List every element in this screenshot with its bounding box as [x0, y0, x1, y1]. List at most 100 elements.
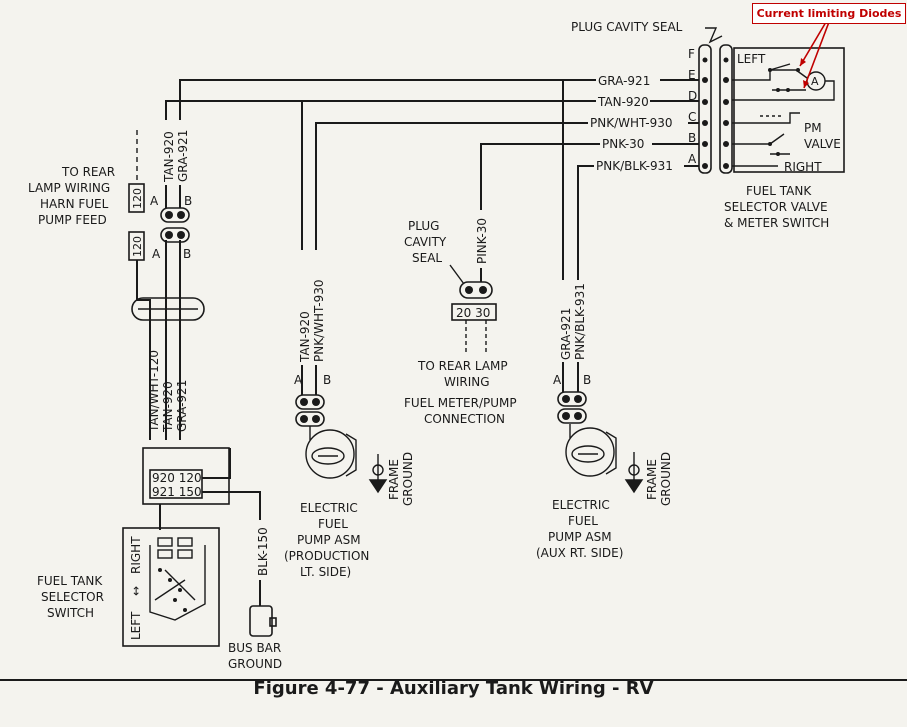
meter-pump-label-2: CONNECTION: [424, 412, 505, 426]
to-rear-lamp-1: TO REAR LAMP: [417, 359, 508, 373]
wire-label-tan-920-harness: TAN-920: [161, 381, 175, 433]
splice-wires: [159, 448, 261, 530]
valve-title-2: SELECTOR VALVE: [724, 200, 828, 214]
valve-connector-right: [719, 44, 733, 174]
bus-bar-label-1: BUS BAR: [228, 641, 281, 655]
valve-title-1: FUEL TANK: [746, 184, 812, 198]
wire-label-tan-920-left: TAN-920: [162, 131, 176, 183]
selector-valve-box: [733, 47, 845, 173]
rear-lamp-label-2: LAMP WIRING: [28, 181, 110, 195]
to-rear-lamp-2: WIRING: [444, 375, 490, 389]
switch-contacts: [158, 568, 187, 612]
pump-right-label-2: FUEL: [568, 514, 598, 528]
diode-arrowhead-2: [803, 80, 809, 88]
pin-f: F: [688, 47, 695, 61]
connector-120-top: [128, 183, 145, 213]
pump-left-label-5: LT. SIDE): [300, 565, 351, 579]
selector-switch-label-3: SWITCH: [47, 606, 94, 620]
wire-label-pink-30: PINK-30: [475, 218, 489, 264]
pin-a-bottom: A: [152, 247, 161, 261]
selector-switch-box: [122, 527, 220, 647]
wire-label-gra-921-valve: GRA-921: [598, 74, 650, 88]
switch-arrow-icon: ↔: [129, 586, 143, 596]
pin-a: A: [688, 152, 697, 166]
grommet: [131, 297, 205, 321]
valve-right-label: RIGHT: [784, 160, 822, 174]
meter-pump-pin-box: [451, 303, 497, 321]
main-wires: [165, 79, 699, 280]
wire-label-gra-921-harness: GRA-921: [175, 380, 189, 432]
wire-label-pnk-blk-931-pump-right: PNK/BLK-931: [573, 283, 587, 360]
pump-right-label-4: (AUX RT. SIDE): [536, 546, 623, 560]
pump-right-connector: [557, 391, 587, 424]
harness-vertical-wires: [136, 185, 181, 440]
bus-bar-terminal: [249, 605, 273, 637]
wire-label-pnk-wht-930-pump-left: PNK/WHT-930: [312, 280, 326, 362]
bus-bar-tab: [269, 617, 277, 627]
valve-label: VALVE: [804, 137, 841, 151]
meter-pump-plug: [459, 281, 493, 299]
wire-label-gra-921-left: GRA-921: [176, 130, 190, 182]
connector-ab-left: [160, 207, 190, 243]
pump-right-icon: [565, 424, 617, 477]
wire-label-pnk-30-valve: PNK-30: [602, 137, 644, 151]
plug-seal-leader: [449, 264, 465, 285]
meter-pump-pins: 20 30: [456, 306, 490, 320]
frame-ground-left-2: GROUND: [401, 452, 415, 506]
pump-left-connector: [295, 394, 325, 427]
valve-title-3: & METER SWITCH: [724, 216, 829, 230]
pump-left-icon: [305, 426, 357, 479]
valve-contact-dots: [768, 68, 800, 156]
selector-switch-label-2: SELECTOR: [41, 590, 104, 604]
rear-lamp-label-1: TO REAR: [61, 165, 115, 179]
pump-left-pin-b: B: [323, 373, 331, 387]
frame-ground-left-icon: [368, 454, 388, 494]
plug-seal-label-1: PLUG: [408, 219, 439, 233]
diode-arrow-1: [799, 21, 827, 67]
connector-120-bottom-label: 120: [131, 236, 144, 257]
switch-left-label: LEFT: [129, 611, 143, 640]
meter-pump-dashed: [465, 320, 487, 354]
wire-label-tan-wht-120: TAN/WHT-120: [147, 350, 161, 433]
wire-label-pnk-wht-930-valve: PNK/WHT-930: [590, 116, 672, 130]
selector-switch-label-1: FUEL TANK: [37, 574, 103, 588]
pump-left-label-3: PUMP ASM: [297, 533, 361, 547]
pump-right-pin-b: B: [583, 373, 591, 387]
pump-left-label-2: FUEL: [318, 517, 348, 531]
pin-d: D: [688, 89, 697, 103]
valve-pin-dots: [702, 57, 729, 169]
wire-label-blk-150: BLK-150: [256, 527, 270, 576]
pump-left-label-4: (PRODUCTION: [284, 549, 369, 563]
current-limiting-diodes-annotation: Current limiting Diodes: [752, 3, 906, 24]
pin-b-bottom: B: [183, 247, 191, 261]
splice-row-1: 920 120: [152, 471, 202, 485]
valve-left-label: LEFT: [737, 52, 766, 66]
switch-right-label: RIGHT: [129, 536, 143, 574]
wire-label-tan-920-valve: TAN-920: [597, 95, 649, 109]
meter-letter: A: [811, 75, 819, 88]
pin-b: B: [688, 131, 696, 145]
pin-c: C: [688, 110, 696, 124]
rear-lamp-label-4: PUMP FEED: [38, 213, 107, 227]
diode-arrow-2: [803, 21, 830, 89]
figure-caption: Figure 4-77 - Auxiliary Tank Wiring - RV: [253, 678, 654, 699]
connector-120-top-label: 120: [131, 188, 144, 209]
wire-label-pnk-blk-931-valve: PNK/BLK-931: [596, 159, 673, 173]
bus-bar-label-2: GROUND: [228, 657, 282, 671]
meter-pump-label-1: FUEL METER/PUMP: [404, 396, 517, 410]
pin-b-top: B: [184, 194, 192, 208]
pump-right-label-3: PUMP ASM: [548, 530, 612, 544]
pump-left-label-1: ELECTRIC: [300, 501, 358, 515]
frame-ground-right-icon: [624, 452, 644, 494]
valve-pin-letters: F E D C B A: [688, 47, 697, 166]
pump-right-leads: [562, 362, 579, 392]
frame-ground-right-2: GROUND: [659, 452, 673, 506]
switch-internal: [149, 537, 206, 621]
diode-arrowhead-1: [800, 58, 806, 66]
frame-ground-left-1: FRAME: [387, 459, 401, 500]
pump-left-pin-a: A: [294, 373, 303, 387]
valve-connector-left: [698, 44, 712, 174]
wire-label-tan-920-pump-left: TAN-920: [298, 311, 312, 363]
pin-a-top: A: [150, 194, 159, 208]
